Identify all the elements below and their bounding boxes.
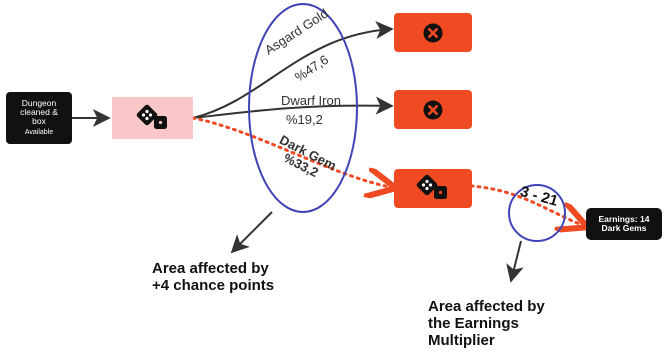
start-line-1: Dungeon: [21, 98, 57, 109]
x-circle-icon: [423, 100, 443, 120]
multiplier-area-circle: [508, 184, 566, 242]
multiplier-callout-line-3: Multiplier: [428, 331, 495, 349]
dark-gem-arrow: [191, 116, 390, 187]
start-line-2: cleaned &: [20, 107, 58, 118]
earnings-node: Earnings: 14 Dark Gems: [586, 208, 662, 240]
multiplier-callout-line-2: the Earnings: [428, 314, 519, 332]
earnings-line-2: Dark Gems: [601, 223, 647, 233]
chance-area-ellipse: [248, 3, 358, 213]
start-status: Available: [24, 129, 54, 137]
dwarf-iron-arrow: [192, 96, 394, 119]
dungeon-start-node: Dungeon cleaned & box Available: [6, 92, 72, 144]
dark-gem-result-box: [394, 169, 472, 208]
chance-callout-line-2: +4 chance points: [152, 276, 275, 294]
multiplier-callout-arrow: [506, 240, 524, 283]
dwarf-iron-result-box: [394, 90, 472, 129]
chance-dice-box: [112, 97, 193, 139]
x-circle-icon: [423, 23, 443, 43]
multiplier-callout-line-1: Area affected by: [428, 298, 545, 315]
earnings-line-1: Earnings: 14: [598, 214, 650, 225]
chance-area-callout: Area affected by +4 chance points: [152, 260, 275, 295]
multiplier-arrow: [469, 184, 582, 225]
multiplier-area-callout: Area affected by the Earnings Multiplier: [428, 298, 545, 349]
dice-icon: [416, 174, 447, 199]
dice-icon: [136, 104, 167, 129]
chance-callout-line-1: Area affected by: [152, 260, 269, 277]
start-line-3: box: [32, 116, 46, 127]
chance-callout-arrow: [230, 211, 273, 254]
dwarf-iron-chance: %19,2: [286, 112, 323, 127]
asgard-gold-arrow: [192, 21, 394, 119]
asgard-gold-result-box: [394, 13, 472, 52]
dwarf-iron-label: Dwarf Iron: [281, 93, 341, 108]
